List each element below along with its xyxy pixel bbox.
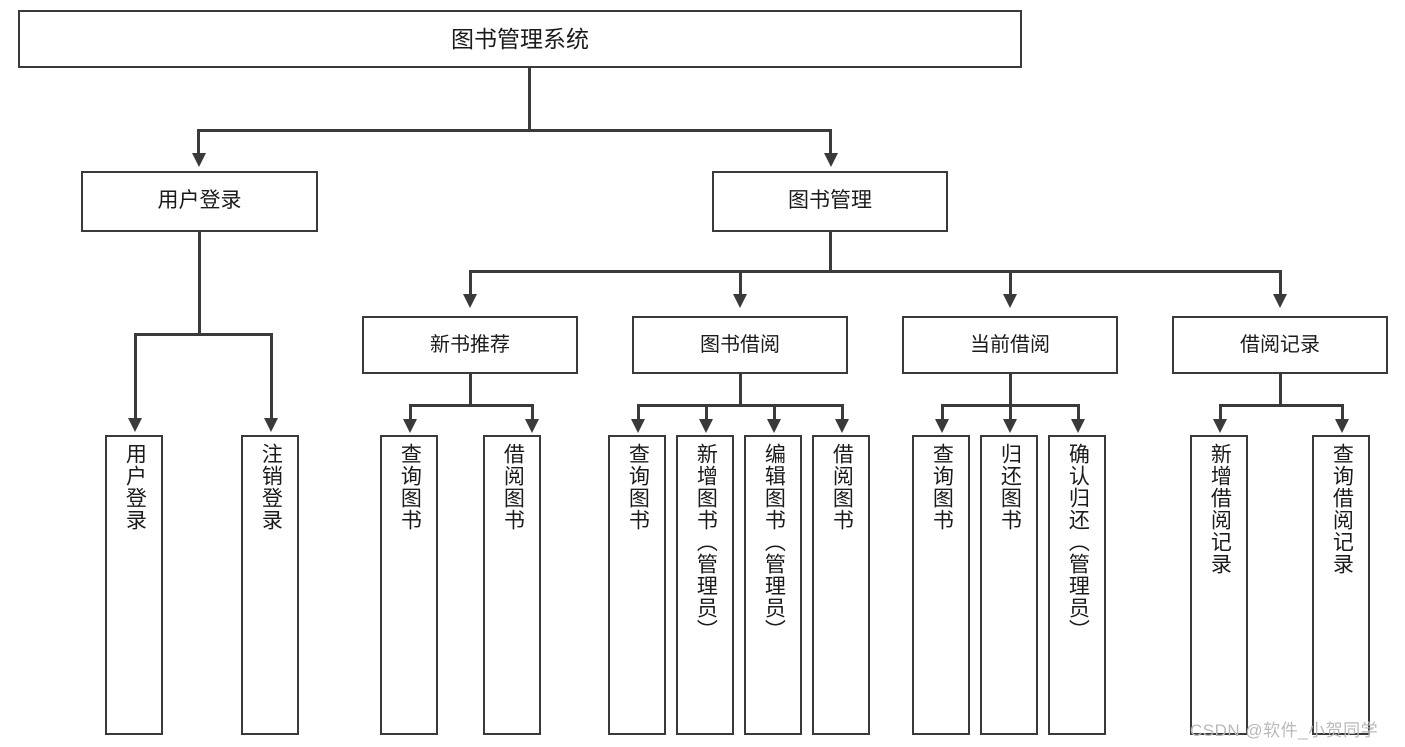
connector-root-stem xyxy=(528,68,531,131)
leaf-confirm-return[interactable]: 确认归还（管理员） xyxy=(1048,435,1106,735)
leaf-query-book-3-label: 查询图书 xyxy=(930,443,954,531)
connector-new-book-bus xyxy=(409,404,531,407)
leaf-add-book[interactable]: 新增图书（管理员） xyxy=(676,435,734,735)
node-new-book-recommend[interactable]: 新书推荐 xyxy=(362,316,578,374)
connector-borrow-record-c2 xyxy=(1341,404,1344,420)
connector-user-login-bus xyxy=(134,333,272,336)
leaf-query-record[interactable]: 查询借阅记录 xyxy=(1312,435,1370,735)
node-user-login[interactable]: 用户登录 xyxy=(81,171,318,232)
arrow-to-borrow-record xyxy=(1273,294,1287,308)
connector-current-borrow-stem xyxy=(1009,374,1012,406)
node-book-borrow[interactable]: 图书借阅 xyxy=(632,316,848,374)
arrow-to-new-book-recommend xyxy=(463,294,477,308)
leaf-add-record[interactable]: 新增借阅记录 xyxy=(1190,435,1248,735)
arrow-to-book-borrow xyxy=(733,294,747,308)
connector-to-book-borrow xyxy=(739,270,742,296)
arrow-to-current-borrow xyxy=(1003,294,1017,308)
leaf-user-login[interactable]: 用户登录 xyxy=(105,435,163,735)
arrow-leaf-query-book-1 xyxy=(403,419,417,433)
connector-user-login-left xyxy=(134,333,137,419)
csdn-watermark: CSDN @软件_小贺同学 xyxy=(1190,721,1379,740)
arrow-leaf-user-logout xyxy=(264,418,278,432)
arrow-leaf-user-login xyxy=(128,418,142,432)
leaf-query-book-2-label: 查询图书 xyxy=(626,443,650,531)
connector-book-borrow-c2 xyxy=(705,404,708,420)
connector-user-login-right xyxy=(270,333,273,419)
node-borrow-record[interactable]: 借阅记录 xyxy=(1172,316,1388,374)
connector-new-book-c2 xyxy=(531,404,534,420)
arrow-leaf-return-book xyxy=(1003,419,1017,433)
leaf-query-book-1-label: 查询图书 xyxy=(398,443,422,531)
leaf-add-book-label: 新增图书（管理员） xyxy=(694,443,718,641)
connector-new-book-c1 xyxy=(409,404,412,420)
arrow-leaf-add-book xyxy=(699,419,713,433)
node-user-login-label: 用户登录 xyxy=(157,189,242,213)
leaf-borrow-book-1[interactable]: 借阅图书 xyxy=(483,435,541,735)
leaf-edit-book-label: 编辑图书（管理员） xyxy=(762,443,786,641)
node-current-borrow-label: 当前借阅 xyxy=(970,333,1050,356)
node-root[interactable]: 图书管理系统 xyxy=(18,10,1022,68)
leaf-query-record-label: 查询借阅记录 xyxy=(1330,443,1354,575)
connector-to-current-borrow xyxy=(1009,270,1012,296)
arrow-leaf-edit-book xyxy=(767,419,781,433)
leaf-borrow-book-2-label: 借阅图书 xyxy=(830,443,854,531)
arrow-leaf-confirm-return xyxy=(1071,419,1085,433)
arrow-leaf-borrow-book-1 xyxy=(525,419,539,433)
leaf-confirm-return-label: 确认归还（管理员） xyxy=(1066,443,1090,641)
connector-to-new-book xyxy=(469,270,472,296)
connector-to-borrow-record xyxy=(1279,270,1282,296)
arrow-leaf-query-record xyxy=(1335,419,1349,433)
connector-book-borrow-c3 xyxy=(773,404,776,420)
node-root-label: 图书管理系统 xyxy=(451,25,589,52)
arrow-leaf-add-record xyxy=(1213,419,1227,433)
arrow-to-book-manage xyxy=(824,153,838,167)
connector-book-borrow-bus xyxy=(637,404,842,407)
arrow-leaf-borrow-book-2 xyxy=(835,419,849,433)
connector-to-user-login xyxy=(197,129,200,155)
node-book-borrow-label: 图书借阅 xyxy=(700,333,780,356)
leaf-borrow-book-1-label: 借阅图书 xyxy=(501,443,525,531)
connector-book-manage-bus xyxy=(469,270,1280,273)
node-current-borrow[interactable]: 当前借阅 xyxy=(902,316,1118,374)
leaf-query-book-1[interactable]: 查询图书 xyxy=(380,435,438,735)
node-book-manage-label: 图书管理 xyxy=(788,189,872,213)
leaf-query-book-2[interactable]: 查询图书 xyxy=(608,435,666,735)
leaf-user-logout-label: 注销登录 xyxy=(259,443,283,531)
leaf-user-logout[interactable]: 注销登录 xyxy=(241,435,299,735)
connector-borrow-record-c1 xyxy=(1219,404,1222,420)
arrow-leaf-query-book-3 xyxy=(935,419,949,433)
connector-book-borrow-c4 xyxy=(841,404,844,420)
node-book-manage[interactable]: 图书管理 xyxy=(712,171,948,232)
connector-new-book-stem xyxy=(469,374,472,406)
connector-borrow-record-stem xyxy=(1279,374,1282,406)
connector-current-borrow-c2 xyxy=(1009,404,1012,420)
connector-current-borrow-c1 xyxy=(941,404,944,420)
arrow-to-user-login xyxy=(192,153,206,167)
leaf-query-book-3[interactable]: 查询图书 xyxy=(912,435,970,735)
leaf-return-book[interactable]: 归还图书 xyxy=(980,435,1038,735)
leaf-edit-book[interactable]: 编辑图书（管理员） xyxy=(744,435,802,735)
leaf-add-record-label: 新增借阅记录 xyxy=(1208,443,1232,575)
leaf-borrow-book-2[interactable]: 借阅图书 xyxy=(812,435,870,735)
leaf-user-login-label: 用户登录 xyxy=(123,443,147,531)
connector-root-bus xyxy=(197,129,831,132)
connector-user-login-stem xyxy=(198,232,201,335)
connector-to-book-manage xyxy=(829,129,832,155)
connector-book-borrow-c1 xyxy=(637,404,640,420)
connector-borrow-record-bus xyxy=(1219,404,1341,407)
arrow-leaf-query-book-2 xyxy=(631,419,645,433)
connector-current-borrow-c3 xyxy=(1077,404,1080,420)
leaf-return-book-label: 归还图书 xyxy=(998,443,1022,531)
node-borrow-record-label: 借阅记录 xyxy=(1240,333,1320,356)
connector-book-manage-stem xyxy=(829,232,832,272)
node-new-book-recommend-label: 新书推荐 xyxy=(430,333,510,356)
connector-book-borrow-stem xyxy=(739,374,742,406)
